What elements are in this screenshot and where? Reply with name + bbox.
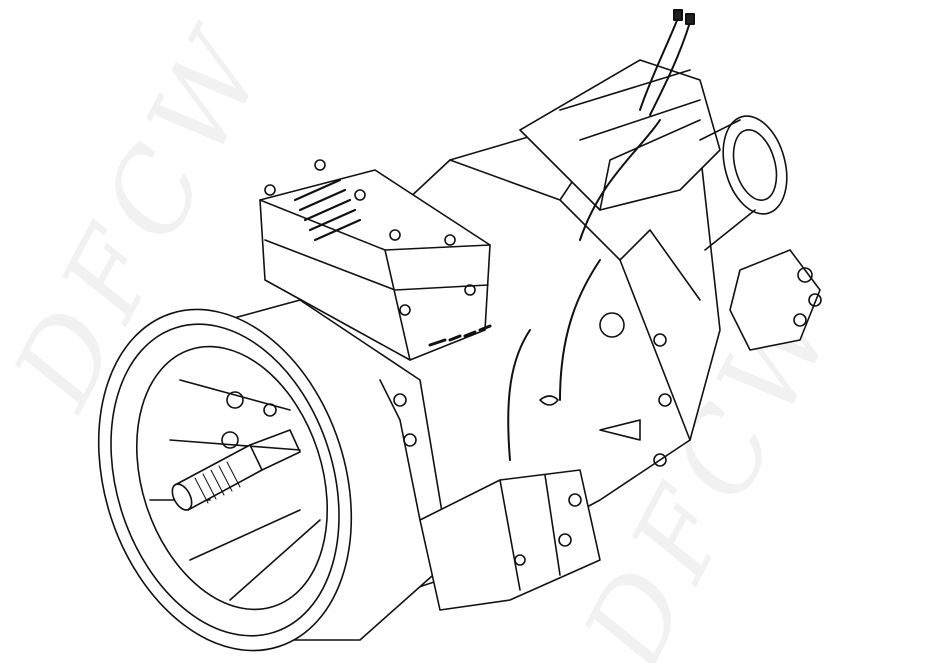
input-shaft: [171, 429, 301, 511]
rear-housing: [519, 59, 788, 251]
lower-cylinder: [379, 379, 601, 611]
control-unit: [259, 159, 492, 361]
side-actuator: [729, 249, 822, 351]
air-lines: [507, 9, 695, 461]
